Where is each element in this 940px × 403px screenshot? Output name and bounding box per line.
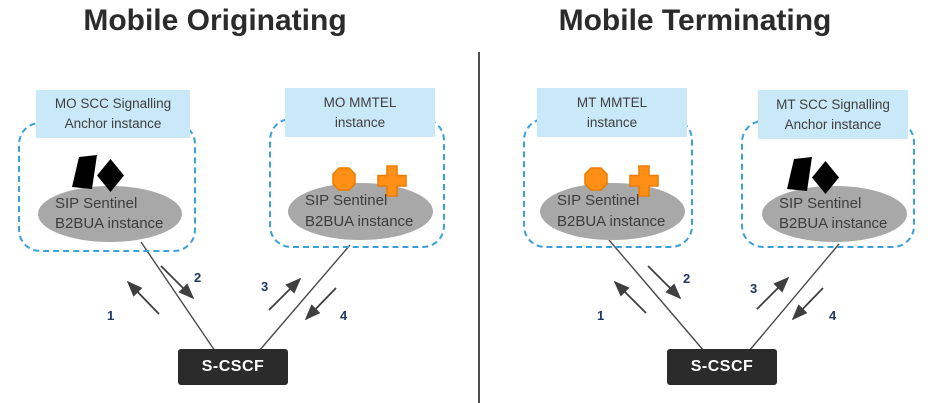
left-flow-number-1: 1 — [107, 308, 115, 323]
left-scscf-label: S-CSCF — [201, 358, 265, 375]
left-arrow-2-icon — [160, 265, 195, 300]
b2bua-ellipse-line2: B2BUA instance — [55, 215, 164, 232]
left-flow-number-3: 3 — [261, 279, 269, 294]
mo-mmtel-label-line2: instance — [334, 114, 386, 130]
mo-mmtel-label: MO MMTEL instance — [285, 88, 435, 137]
right-scscf-box: S-CSCF — [667, 349, 777, 385]
left-scscf-box: S-CSCF — [178, 349, 288, 385]
mo-scc-anchor-label-line2: Anchor instance — [64, 116, 162, 131]
panel-divider — [478, 52, 480, 403]
left-scc-to-scscf-line — [140, 241, 216, 352]
mo-scc-anchor-label-line1: MO SCC Signalling — [54, 96, 172, 112]
diamond-icon — [812, 161, 839, 194]
mo-scc-anchor-label: MO SCC Signalling Anchor instance — [36, 90, 190, 138]
mt-scc-anchor-b2bua-ellipse: SIP Sentinel B2BUA instance — [762, 186, 907, 242]
b2bua-ellipse-line1: SIP Sentinel — [55, 194, 138, 212]
mt-mmtel-label-line2: instance — [586, 114, 638, 130]
octagon-icon — [584, 167, 608, 191]
left-flow-number-2: 2 — [194, 270, 202, 285]
b2bua-ellipse-line1: SIP Sentinel — [779, 194, 862, 212]
left-flow-number-4: 4 — [340, 308, 348, 323]
b2bua-ellipse-line1: SIP Sentinel — [557, 192, 640, 210]
mt-scc-anchor-label: MT SCC Signalling Anchor instance — [758, 90, 908, 139]
right-arrow-2-icon — [647, 265, 682, 300]
right-arrow-3-icon — [756, 276, 790, 310]
right-mmtel-to-scscf-line — [608, 239, 705, 352]
right-arrow-4-icon — [791, 287, 824, 321]
mt-mmtel-label: MT MMTEL instance — [537, 88, 687, 137]
diamond-icon — [97, 159, 124, 192]
mo-mmtel-label-line1: MO MMTEL — [323, 94, 397, 110]
left-arrow-1-icon — [126, 280, 160, 315]
b2bua-ellipse-line2: B2BUA instance — [779, 215, 888, 232]
right-flow-number-4: 4 — [829, 308, 837, 323]
right-flow-number-3: 3 — [750, 281, 758, 296]
right-flow-number-1: 1 — [597, 308, 605, 323]
cross-icon — [377, 165, 407, 197]
right-arrow-1-icon — [613, 280, 647, 314]
left-arrow-3-icon — [268, 277, 302, 311]
parallelogram-icon — [787, 157, 812, 191]
right-flow-number-2: 2 — [683, 271, 691, 286]
b2bua-ellipse-line1: SIP Sentinel — [305, 192, 388, 210]
mo-mmtel-b2bua-ellipse: SIP Sentinel B2BUA instance — [288, 183, 433, 240]
left-mmtel-to-scscf-line — [258, 244, 351, 352]
b2bua-ellipse-line2: B2BUA instance — [305, 212, 414, 230]
octagon-icon — [332, 167, 356, 191]
b2bua-ellipse-line2: B2BUA instance — [557, 212, 666, 230]
mt-mmtel-b2bua-ellipse: SIP Sentinel B2BUA instance — [540, 183, 685, 240]
mt-scc-anchor-label-line1: MT SCC Signalling — [776, 96, 890, 112]
cross-icon — [629, 165, 659, 197]
left-arrow-4-icon — [304, 287, 337, 321]
mo-scc-anchor-b2bua-ellipse: SIP Sentinel B2BUA instance — [38, 186, 182, 242]
mt-mmtel-label-line1: MT MMTEL — [576, 94, 648, 110]
right-scscf-label: S-CSCF — [690, 358, 754, 375]
right-scc-to-scscf-line — [748, 243, 840, 352]
right-panel-title: Mobile Terminating — [558, 4, 832, 37]
left-panel-title: Mobile Originating — [83, 4, 347, 37]
mt-scc-anchor-label-line2: Anchor instance — [784, 116, 882, 132]
parallelogram-icon — [72, 155, 97, 189]
